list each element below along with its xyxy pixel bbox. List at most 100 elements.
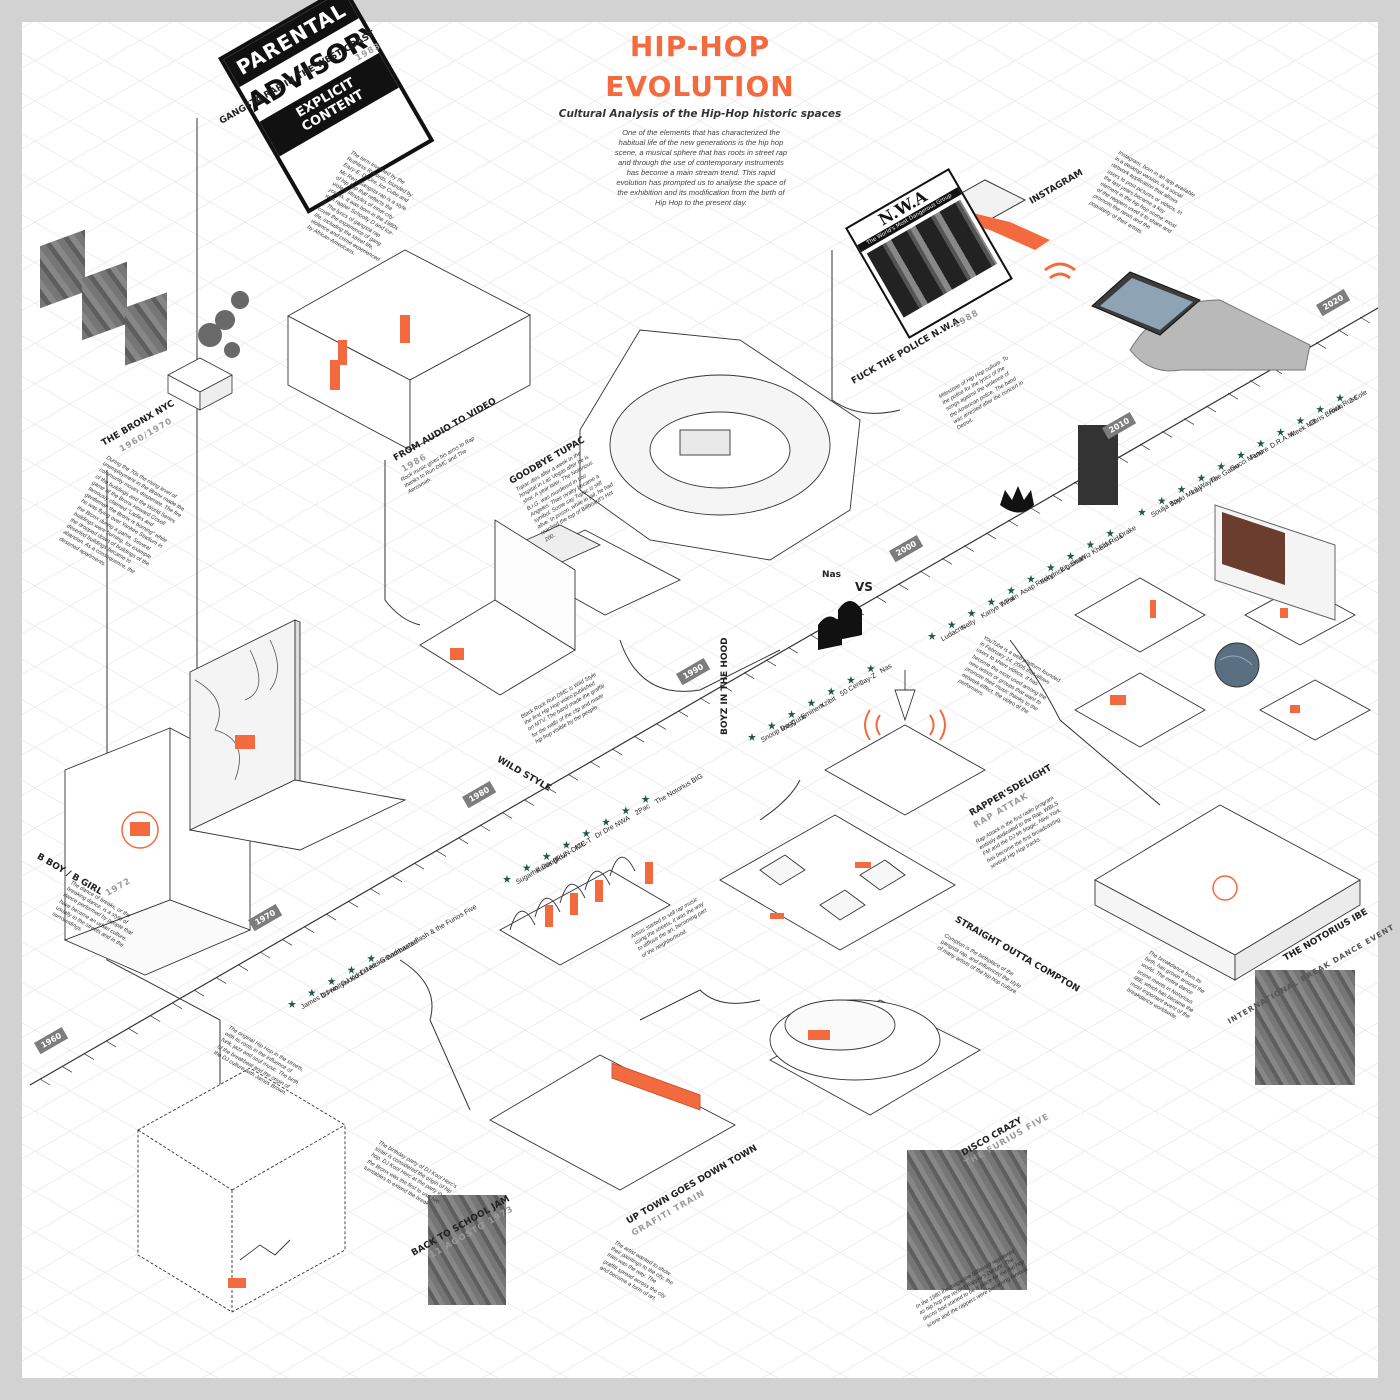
timeline-tick (1139, 443, 1151, 451)
artist-star-icon (767, 721, 776, 730)
timeline-tick (985, 532, 997, 540)
timeline-tick (1227, 392, 1239, 400)
artist-star-icon (1197, 473, 1206, 482)
artist-star-icon (807, 698, 816, 707)
artist-star-icon (928, 632, 936, 640)
artist-star-icon (307, 988, 316, 997)
timeline-tick (1249, 380, 1261, 387)
artist-star-icon (1316, 405, 1325, 414)
vs-label: VS (855, 580, 873, 594)
timeline-tick (303, 926, 315, 933)
artist-star-icon (562, 840, 571, 849)
timeline-tick (281, 938, 293, 946)
timeline-axis (29, 307, 1379, 1086)
poster-title-line2: EVOLUTION (605, 70, 795, 103)
timeline-tick (325, 913, 337, 921)
graffiti-wall-block (188, 619, 407, 851)
artist-star-icon (503, 875, 511, 883)
timeline-tick (787, 646, 799, 654)
smoke-plume (198, 291, 249, 358)
timeline-tick (721, 684, 733, 692)
connector-nwa (831, 250, 901, 414)
nas-label: Nas (822, 570, 841, 580)
bronx-blocks (167, 357, 233, 411)
video-room (419, 519, 576, 696)
artist-star-icon (347, 965, 356, 974)
artist-star-icon (1237, 450, 1245, 459)
timeline-tick (1029, 507, 1041, 514)
timeline-tick (699, 697, 711, 705)
timeline-tick (61, 1065, 73, 1073)
connector-youtube (1009, 639, 1161, 806)
connector-disco (639, 989, 761, 1021)
artist-star-icon (641, 794, 650, 803)
timeline-tick (655, 723, 667, 730)
connector-audio (384, 460, 421, 626)
artist-star-icon (327, 977, 336, 986)
artist-star-icon (288, 1000, 296, 1008)
youtube-rooms (1074, 577, 1371, 748)
youtube-screen (1214, 504, 1336, 621)
arches-block (499, 856, 671, 966)
timeline-tick (413, 862, 425, 870)
timeline-tick (215, 977, 227, 984)
timeline-tick (523, 799, 535, 806)
artist-star-icon (1066, 551, 1075, 560)
artist-star-icon (748, 733, 756, 741)
stadium-model (579, 329, 861, 561)
timeline-tick (919, 570, 931, 578)
timeline-tick (765, 659, 777, 667)
artist-star-icon (1217, 462, 1226, 471)
timeline-tick (83, 1053, 95, 1060)
timeline-tick (1359, 316, 1371, 324)
disco-round-block (769, 999, 981, 1116)
artist-star-icon (827, 687, 836, 696)
timeline-tick (1117, 456, 1129, 464)
artist-star-icon (1027, 574, 1035, 583)
train-block (489, 1054, 736, 1191)
artist-star-icon (1157, 496, 1166, 505)
timeline-tick (611, 748, 623, 756)
connector-bronx (106, 470, 221, 1100)
timeline-tick (479, 824, 491, 832)
artist-star-icon (582, 829, 591, 838)
timeline-tick (105, 1040, 117, 1048)
timeline-tick (347, 900, 359, 908)
phone-hand (1091, 271, 1311, 372)
compton-block (719, 814, 956, 951)
timeline-tick (1161, 430, 1173, 438)
artist-star-icon (1296, 416, 1305, 425)
artist-star-icon (1106, 529, 1115, 538)
artist-star-icon (522, 863, 531, 872)
furious-five-photo (907, 1150, 1027, 1290)
timeline-tick (171, 1002, 183, 1010)
artist-star-icon (947, 620, 956, 629)
artist-star-icon (1177, 485, 1186, 494)
timeline-tick (941, 557, 953, 565)
studio-box (287, 249, 531, 451)
timeline-tick (369, 888, 381, 895)
artist-star-icon (621, 806, 630, 815)
poster-title-line1: HIP-HOP (629, 30, 771, 63)
timeline-tick (259, 951, 271, 959)
artist-star-icon (1256, 439, 1265, 448)
timeline-tick (1337, 329, 1349, 337)
artist-star-icon (1086, 540, 1095, 549)
breakdance-event-photo (1255, 970, 1355, 1085)
artist-star-icon (1007, 586, 1016, 595)
timeline-tick (567, 773, 579, 781)
timeline-tick (677, 710, 689, 718)
artist-star-icon (602, 817, 610, 826)
timeline-tick (1183, 418, 1195, 425)
poster-subtitle: Cultural Analysis of the Hip-Hop histori… (558, 108, 842, 120)
artist-star-icon (847, 675, 855, 684)
timeline-tick (435, 850, 447, 857)
artist-star-icon (1336, 393, 1344, 402)
tombstones-icon (818, 601, 862, 650)
school-building-photo (428, 1195, 506, 1305)
poster-intro: One of the elements that has characteriz… (614, 128, 788, 207)
timeline-tick (875, 596, 887, 603)
timeline-tick (545, 786, 557, 794)
timeline-tick (633, 735, 645, 743)
